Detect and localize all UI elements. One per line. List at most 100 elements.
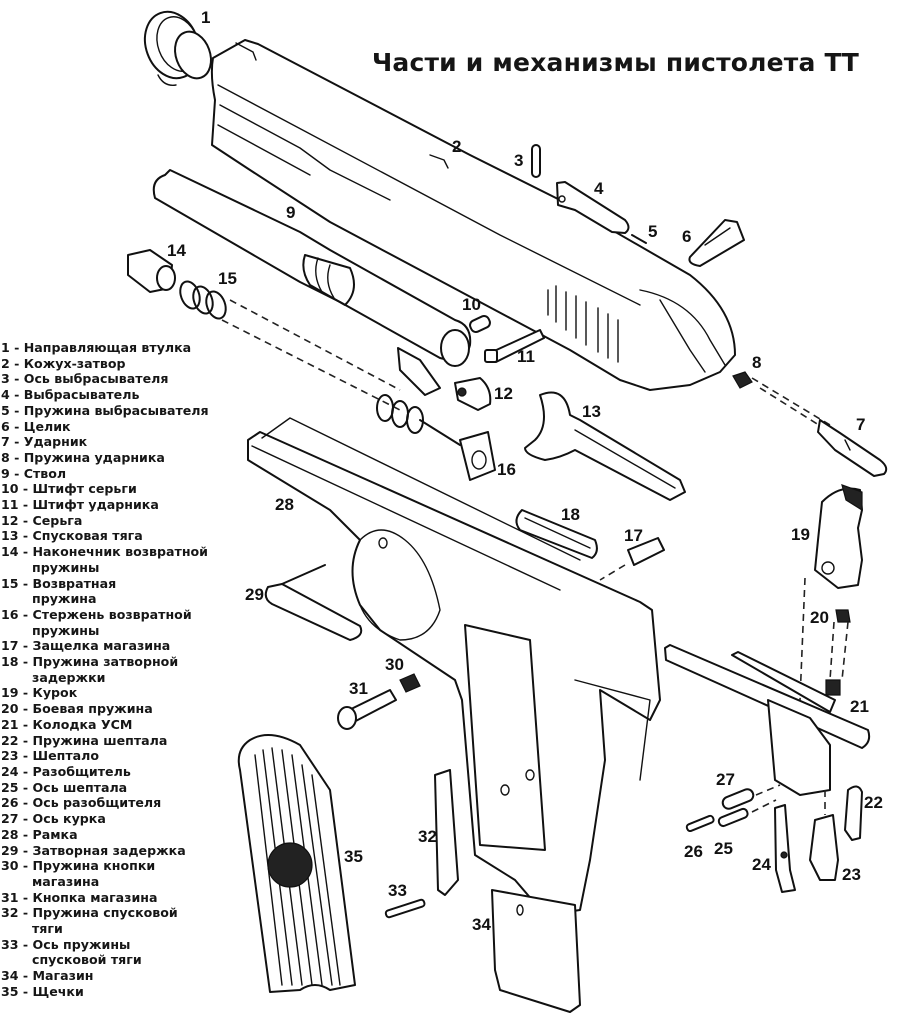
legend-item-label: 4 - Выбрасыватель	[1, 387, 140, 403]
legend-item-label: 23 - Шептало	[1, 748, 99, 764]
callout-28: 28	[275, 495, 294, 514]
legend-item: 22 - Пружина шептала	[1, 733, 231, 749]
part-trigger-bar	[524, 391, 686, 501]
callout-7: 7	[856, 415, 865, 434]
part-grip-panel	[237, 734, 356, 993]
part-magazine	[491, 889, 581, 1013]
diagram-title: Части и механизмы пистолета ТТ	[372, 48, 859, 77]
callout-26: 26	[684, 842, 703, 861]
legend-item-label: 13 - Спусковая тяга	[1, 528, 143, 544]
part-extractor-spring	[631, 234, 647, 244]
callout-17: 17	[624, 526, 643, 545]
legend-item-label: 34 - Магазин	[1, 968, 94, 984]
callout-5: 5	[648, 222, 657, 241]
part-barrel	[152, 169, 472, 396]
legend-item-label: 31 - Кнопка магазина	[1, 889, 158, 905]
legend-item: 25 - Ось шептала	[1, 780, 231, 796]
legend-item-label: 8 - Пружина ударника	[1, 449, 165, 465]
legend-item-label: 7 - Ударник	[1, 434, 88, 450]
callout-18: 18	[561, 505, 580, 524]
legend-item: 9 - Ствол	[1, 466, 231, 482]
part-slide-stop-spring	[515, 509, 598, 559]
legend-item: 17 - Защелка магазина	[1, 638, 231, 654]
callout-29: 29	[245, 585, 264, 604]
part-guide-bushing	[143, 10, 212, 86]
legend-item-label: 19 - Курок	[1, 685, 78, 701]
part-spring-pin	[384, 898, 426, 919]
callout-12: 12	[494, 384, 513, 403]
legend-item-label: 32 - Пружина спусковой	[1, 905, 178, 921]
legend-item: 24 - Разобщитель	[1, 764, 231, 780]
callout-22: 22	[864, 793, 883, 812]
part-firing-pin	[751, 377, 888, 477]
callout-15: 15	[218, 269, 237, 288]
part-firing-pin-retainer	[484, 329, 545, 363]
legend-item-continuation: тяги	[32, 921, 63, 937]
legend-item-continuation: задержки	[32, 669, 106, 685]
callout-20: 20	[810, 608, 829, 627]
legend-item-label: 12 - Серьга	[1, 512, 83, 528]
legend-item-label: 21 - Колодка УСМ	[1, 716, 133, 732]
part-disconnector	[774, 804, 796, 893]
legend-item-continuation: спусковой тяги	[32, 952, 142, 968]
part-rear-sight	[688, 219, 745, 267]
legend-item-label: 20 - Боевая пружина	[1, 701, 153, 717]
legend-item: 7 - Ударник	[1, 434, 231, 450]
legend-item: 35 - Щечки	[1, 984, 231, 1000]
legend-item-continuation: пружины	[32, 622, 100, 638]
part-mag-release-spring	[399, 673, 421, 693]
legend-item-label: 30 - Пружина кнопки	[1, 858, 156, 874]
legend-item: 3 - Ось выбрасывателя	[1, 371, 231, 387]
callout-6: 6	[682, 227, 691, 246]
legend-item-label: 33 - Ось пружины	[1, 936, 131, 952]
legend-item: 19 - Курок	[1, 685, 231, 701]
part-sear-pin	[717, 807, 749, 828]
callout-25: 25	[714, 839, 733, 858]
part-hammer	[799, 484, 863, 701]
legend-item: 10 - Штифт серьги	[1, 481, 231, 497]
legend-item-label: 11 - Штифт ударника	[1, 497, 159, 513]
part-extractor	[556, 181, 630, 234]
part-slide	[210, 39, 736, 391]
part-slide-stop	[264, 564, 363, 641]
part-sear-spring	[844, 785, 863, 841]
callout-33: 33	[388, 881, 407, 900]
callout-8: 8	[752, 353, 761, 372]
callout-34: 34	[472, 915, 491, 934]
legend-item: 34 - Магазин	[1, 968, 231, 984]
callout-13: 13	[582, 402, 601, 421]
legend-item-label: 27 - Ось курка	[1, 811, 106, 827]
part-mainspring	[825, 609, 851, 696]
legend-item: 6 - Целик	[1, 419, 231, 435]
legend-item-label: 5 - Пружина выбрасывателя	[1, 402, 209, 418]
legend-item-label: 26 - Ось разобщителя	[1, 795, 162, 811]
legend-item: 1 - Направляющая втулка	[1, 340, 231, 356]
legend-item: 11 - Штифт ударника	[1, 497, 231, 513]
assembly-line	[751, 784, 781, 813]
legend-item: 12 - Серьга	[1, 513, 231, 529]
callout-19: 19	[791, 525, 810, 544]
legend-item-label: 29 - Затворная задержка	[1, 842, 186, 858]
legend-item: 4 - Выбрасыватель	[1, 387, 231, 403]
callout-23: 23	[842, 865, 861, 884]
callout-2: 2	[452, 137, 461, 156]
legend-item-label: 16 - Стержень возвратной	[1, 606, 192, 622]
legend-item: 8 - Пружина ударника	[1, 450, 231, 466]
legend-item-label: 14 - Наконечник возвратной	[1, 544, 209, 560]
legend-item: 21 - Колодка УСМ	[1, 717, 231, 733]
part-disconnector-pin	[685, 814, 715, 833]
legend-item-continuation: пружины	[32, 559, 100, 575]
part-recoil-spring	[179, 280, 401, 411]
part-magazine-catch	[599, 537, 665, 581]
legend-item-label: 10 - Штифт серьги	[1, 481, 137, 497]
legend-item-label: 17 - Защелка магазина	[1, 638, 171, 654]
callout-1: 1	[201, 8, 210, 27]
legend-item-continuation: пружина	[32, 591, 97, 607]
part-recoil-guide	[376, 394, 496, 481]
